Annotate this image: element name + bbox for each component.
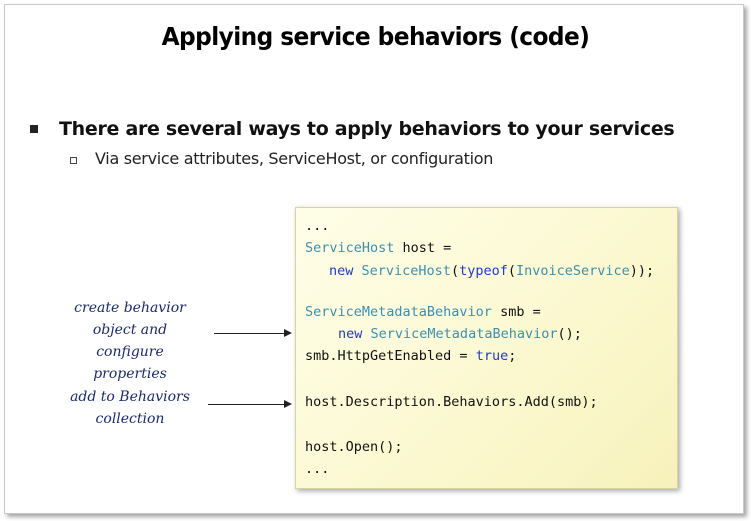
arrow-right-icon <box>214 329 292 337</box>
code-text: ( <box>507 263 516 279</box>
code-text: ; <box>508 348 517 364</box>
annotation-line: properties <box>93 366 167 382</box>
arrow-right-icon <box>208 400 292 408</box>
code-line: new ServiceMetadataBehavior(); <box>338 326 582 342</box>
code-text: ( <box>450 263 460 279</box>
code-snippet-box: ... ServiceHost host = new ServiceHost(t… <box>295 207 678 489</box>
annotation-create-behavior: create behavior object and configure pro… <box>60 297 200 385</box>
bullet-level1-text: There are several ways to apply behavior… <box>59 118 675 140</box>
code-text: smb = <box>491 304 541 320</box>
code-line: ServiceMetadataBehavior smb = <box>305 304 541 320</box>
code-line: host.Open(); <box>305 439 403 455</box>
code-text: host = <box>394 240 452 256</box>
square-bullet-icon <box>30 125 38 133</box>
slide-title: Applying service behaviors (code) <box>161 22 590 51</box>
bullet-level2-text: Via service attributes, ServiceHost, or … <box>95 149 494 168</box>
code-keyword: new <box>338 326 363 342</box>
annotation-line: create behavior <box>74 300 186 316</box>
code-line: new ServiceHost(typeof(InvoiceService)); <box>329 263 654 279</box>
code-type: InvoiceService <box>516 263 630 279</box>
code-line: smb.HttpGetEnabled = true; <box>305 348 516 364</box>
code-keyword: new <box>329 263 354 279</box>
code-type: ServiceMetadataBehavior <box>370 326 558 342</box>
annotation-line: add to Behaviors <box>70 389 190 405</box>
annotation-line: collection <box>95 411 165 427</box>
code-line: ServiceHost host = <box>305 240 451 256</box>
code-type: ServiceMetadataBehavior <box>305 304 492 320</box>
code-type: ServiceHost <box>361 263 451 279</box>
code-text: (); <box>557 326 582 342</box>
code-keyword: typeof <box>459 263 508 279</box>
code-line: host.Description.Behaviors.Add(smb); <box>305 394 598 410</box>
code-text: smb.HttpGetEnabled = <box>305 348 476 364</box>
annotation-add-behaviors: add to Behaviors collection <box>60 386 200 430</box>
code-type: ServiceHost <box>305 240 395 256</box>
hollow-square-bullet-icon <box>70 157 77 164</box>
code-text: )); <box>629 263 655 279</box>
code-line: ... <box>305 218 330 234</box>
annotation-line: object and configure <box>92 322 168 360</box>
code-line: ... <box>305 461 330 477</box>
code-keyword: true <box>475 348 509 364</box>
